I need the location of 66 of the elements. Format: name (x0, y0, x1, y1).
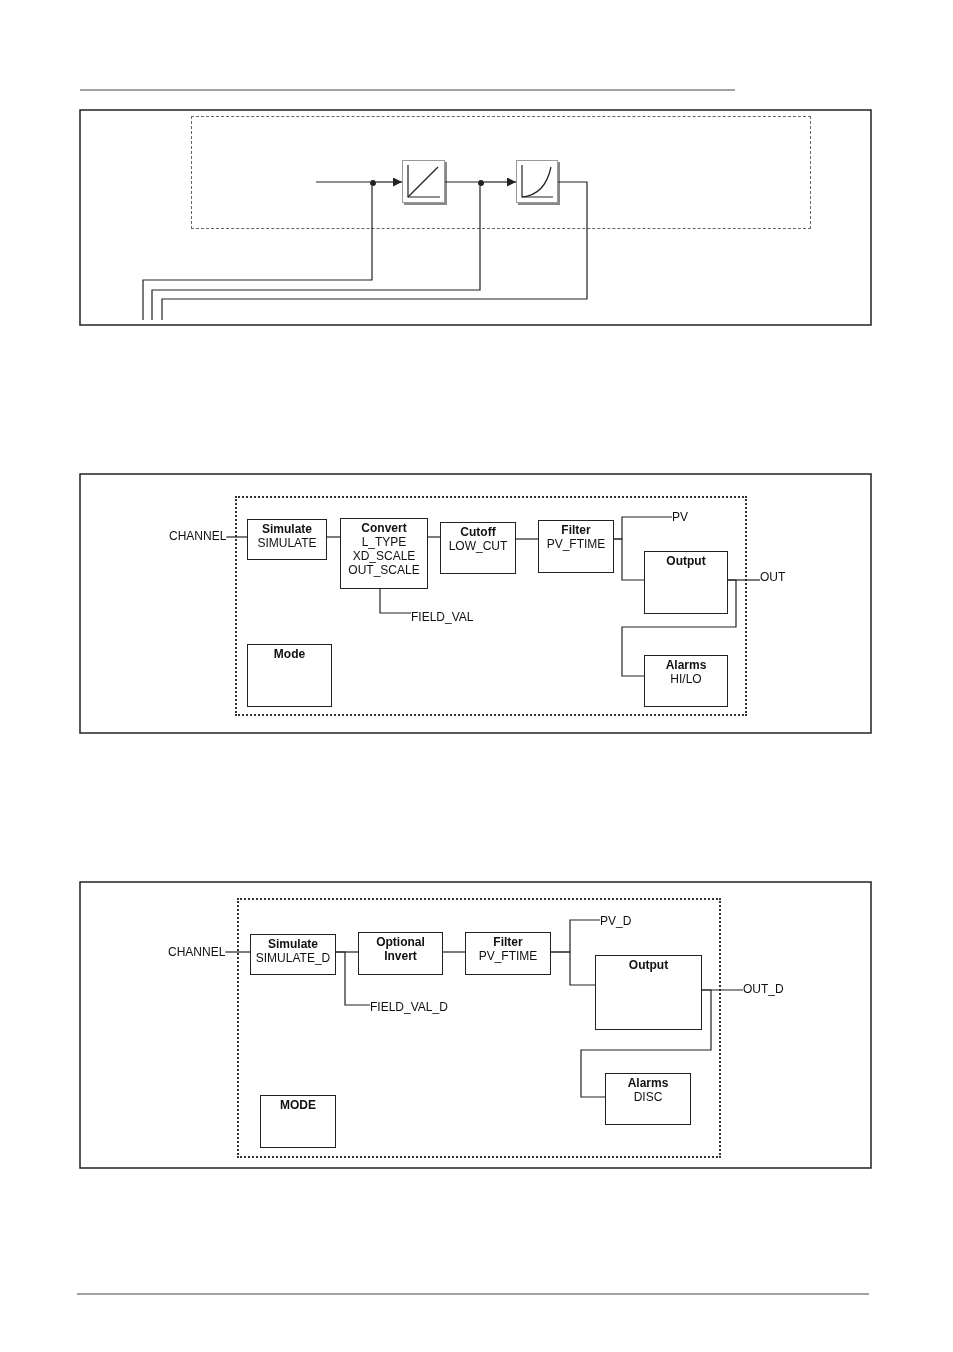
block-title: Alarms (626, 1076, 670, 1090)
parameter-text: SIMULATE_D (254, 951, 332, 965)
connector-line (621, 579, 737, 677)
function-block (595, 955, 702, 1030)
function-block (644, 551, 728, 614)
function-block (440, 522, 516, 574)
function-block (465, 932, 551, 975)
function-block (644, 655, 728, 707)
block-title: Output (627, 958, 670, 972)
connector-line (580, 989, 712, 1098)
block-title: Mode (272, 647, 307, 661)
dashed-frame (191, 116, 811, 229)
dotted-frame (235, 496, 747, 716)
connector-line (550, 951, 596, 986)
parameter-text: SIMULATE (256, 536, 318, 550)
function-block (250, 934, 336, 975)
arrow (483, 177, 517, 187)
connector-line (515, 538, 539, 540)
parameter-text: HI/LO (669, 672, 703, 686)
block-title: Cutoff (459, 525, 497, 539)
connector-line (613, 538, 645, 581)
connector-line (427, 536, 441, 538)
block-title: Filter (492, 935, 524, 949)
connector-line (315, 181, 371, 183)
function-block (605, 1073, 691, 1125)
function-block (260, 1095, 336, 1148)
block-title: Filter (560, 523, 592, 537)
connector-line (379, 588, 412, 614)
junction-dot (478, 180, 484, 186)
parameter-text: PV_FTIME (545, 537, 607, 551)
signal-label: OUT (760, 570, 786, 584)
parameter-text: L_TYPE XD_SCALE OUT_SCALE (347, 535, 421, 577)
connector-line (224, 951, 251, 953)
connector-line (326, 536, 341, 538)
connector-line (335, 951, 371, 1006)
block-title: Output (665, 554, 707, 568)
block-title: Optional Invert (375, 935, 426, 963)
signal-label: CHANNEL (168, 945, 226, 959)
parameter-text: PV_FTIME (477, 949, 539, 963)
block-title: Simulate (261, 522, 313, 536)
connector-line (151, 185, 481, 321)
block-title: Simulate (267, 937, 319, 951)
signal-label: PV (672, 510, 688, 524)
block-title: Alarms (664, 658, 708, 672)
dotted-frame (237, 898, 721, 1158)
junction-dot (370, 180, 376, 186)
function-block (340, 518, 428, 589)
function-block (247, 644, 332, 707)
block-title: Convert (360, 521, 408, 535)
connector-line (225, 536, 248, 538)
connector-line (444, 181, 479, 183)
signal-label: CHANNEL (169, 529, 227, 543)
block-title: MODE (279, 1098, 317, 1112)
connector-line (142, 185, 373, 321)
signal-label: OUT_D (743, 982, 784, 996)
function-block (538, 520, 614, 573)
signal-label: FIELD_VAL (411, 610, 474, 624)
arrow (375, 177, 403, 187)
function-block (358, 932, 443, 975)
signal-label: PV_D (600, 914, 632, 928)
function-block (247, 519, 327, 560)
signal-label: FIELD_VAL_D (370, 1000, 448, 1014)
connector-line (442, 951, 466, 953)
parameter-text: LOW_CUT (447, 539, 509, 553)
connector-line (161, 181, 588, 321)
parameter-text: DISC (632, 1090, 664, 1104)
